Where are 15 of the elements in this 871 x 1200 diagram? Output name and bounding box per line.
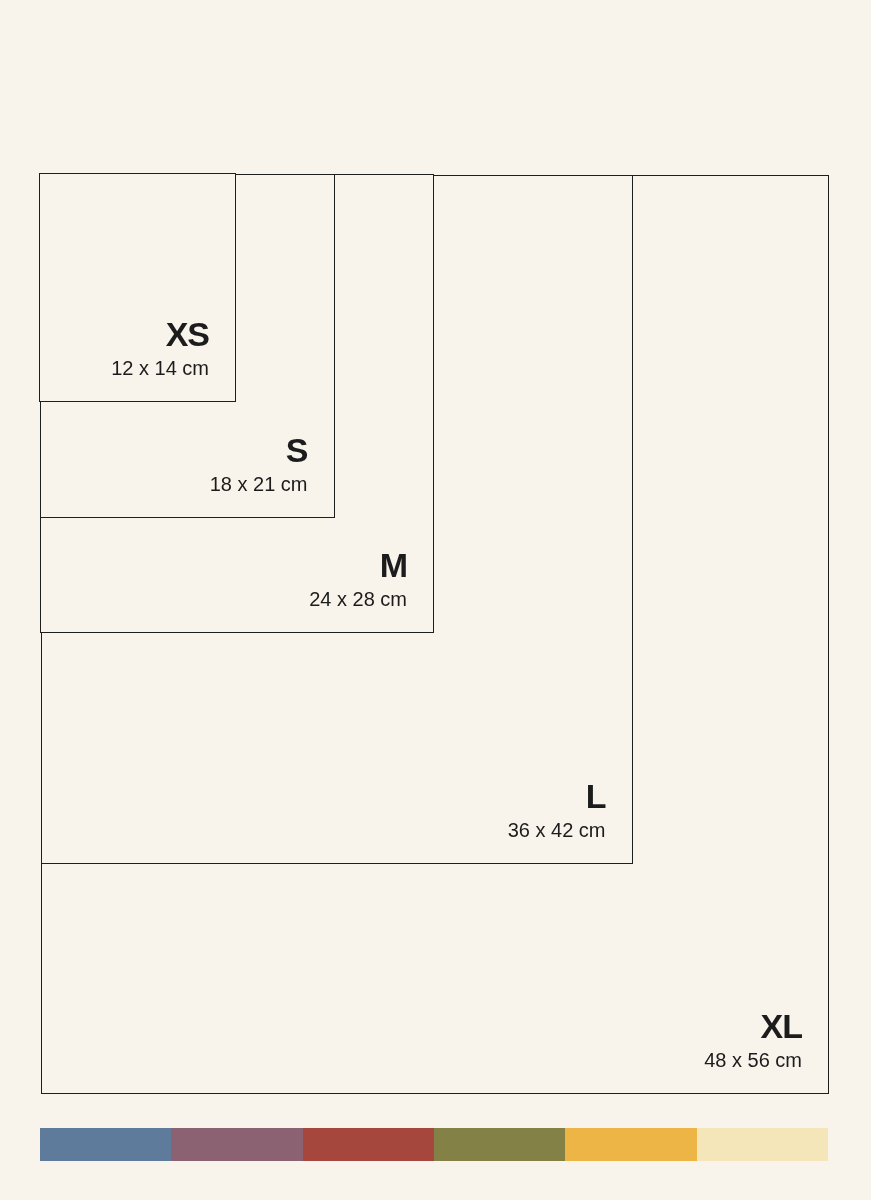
size-outline-frame bbox=[39, 173, 335, 518]
dimension-label: 12 x 14 cm bbox=[111, 357, 209, 379]
size-outline-frame bbox=[39, 173, 236, 402]
size-label: XS bbox=[165, 317, 209, 351]
size-outline-frame bbox=[40, 174, 633, 864]
dimension-label: 48 x 56 cm bbox=[704, 1049, 802, 1071]
dimension-label: 36 x 42 cm bbox=[507, 818, 606, 841]
size-label: M bbox=[379, 548, 407, 582]
size-label: XL bbox=[760, 1009, 802, 1043]
dimension-label: 24 x 28 cm bbox=[309, 588, 407, 610]
size-outline-frame bbox=[41, 175, 829, 1094]
size-label: L bbox=[585, 778, 606, 813]
size-label: S bbox=[285, 432, 308, 467]
dimension-label: 18 x 21 cm bbox=[209, 472, 308, 495]
size-outline-frame bbox=[40, 174, 434, 633]
